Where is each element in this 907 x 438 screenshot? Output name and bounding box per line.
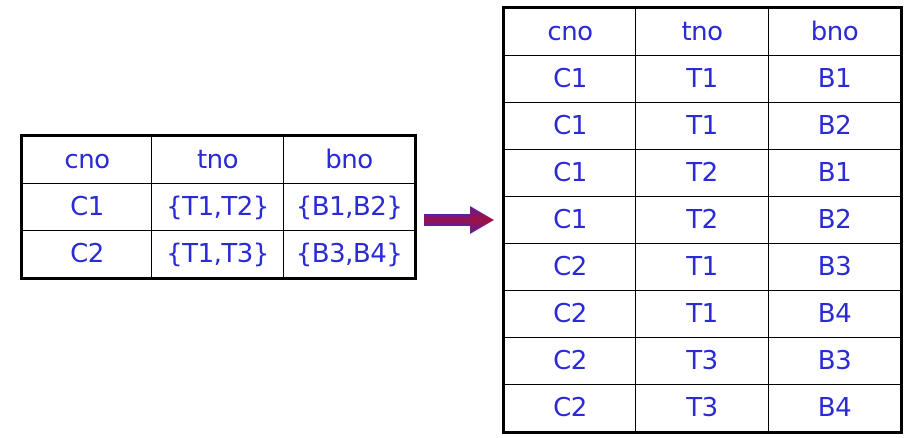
header-bno: bno [768, 7, 902, 56]
table-row: C2 {T1,T3} {B3,B4} [21, 230, 416, 279]
header-tno: tno [151, 135, 284, 184]
cell-tno: {T1,T2} [151, 183, 284, 231]
cell-bno: B1 [768, 149, 902, 197]
cell-tno: T1 [635, 243, 769, 291]
cell-tno: T1 [635, 55, 769, 103]
cell-cno: C1 [503, 149, 636, 197]
cell-cno: C2 [21, 230, 152, 279]
cell-tno: T2 [635, 149, 769, 197]
table-row: C1 T1 B1 [503, 55, 902, 103]
cell-bno: B4 [768, 384, 902, 433]
table-row: C2 T1 B4 [503, 290, 902, 338]
cell-tno: T2 [635, 196, 769, 244]
header-cno: cno [503, 7, 636, 56]
cell-cno: C2 [503, 384, 636, 433]
header-cno: cno [21, 135, 152, 184]
header-tno: tno [635, 7, 769, 56]
cell-cno: C2 [503, 337, 636, 385]
cell-tno: T1 [635, 102, 769, 150]
table-row: C2 T1 B3 [503, 243, 902, 291]
cell-cno: C1 [503, 196, 636, 244]
cell-bno: B2 [768, 196, 902, 244]
cell-bno: {B1,B2} [283, 183, 416, 231]
header-row: cno tno bno [503, 7, 902, 56]
table-row: C2 T3 B4 [503, 384, 902, 433]
cell-bno: B3 [768, 243, 902, 291]
header-row: cno tno bno [21, 135, 416, 184]
cell-bno: B2 [768, 102, 902, 150]
cell-tno: T3 [635, 384, 769, 433]
header-bno: bno [283, 135, 416, 184]
right-arrow-icon [424, 206, 494, 234]
cell-bno: {B3,B4} [283, 230, 416, 279]
cell-bno: B4 [768, 290, 902, 338]
table-row: C1 {T1,T2} {B1,B2} [21, 183, 416, 231]
cell-tno: T3 [635, 337, 769, 385]
nested-relation-table: cno tno bno C1 {T1,T2} {B1,B2} C2 {T1,T3… [20, 134, 417, 280]
table-row: C1 T2 B1 [503, 149, 902, 197]
cell-cno: C1 [503, 55, 636, 103]
table-row: C1 T2 B2 [503, 196, 902, 244]
cell-cno: C1 [503, 102, 636, 150]
cell-cno: C2 [503, 290, 636, 338]
cell-cno: C1 [21, 183, 152, 231]
cell-bno: B3 [768, 337, 902, 385]
cell-bno: B1 [768, 55, 902, 103]
table-row: C2 T3 B3 [503, 337, 902, 385]
cell-tno: {T1,T3} [151, 230, 284, 279]
cell-cno: C2 [503, 243, 636, 291]
cell-tno: T1 [635, 290, 769, 338]
flat-relation-table: cno tno bno C1 T1 B1 C1 T1 B2 C1 T2 B1 C… [502, 6, 903, 434]
table-row: C1 T1 B2 [503, 102, 902, 150]
